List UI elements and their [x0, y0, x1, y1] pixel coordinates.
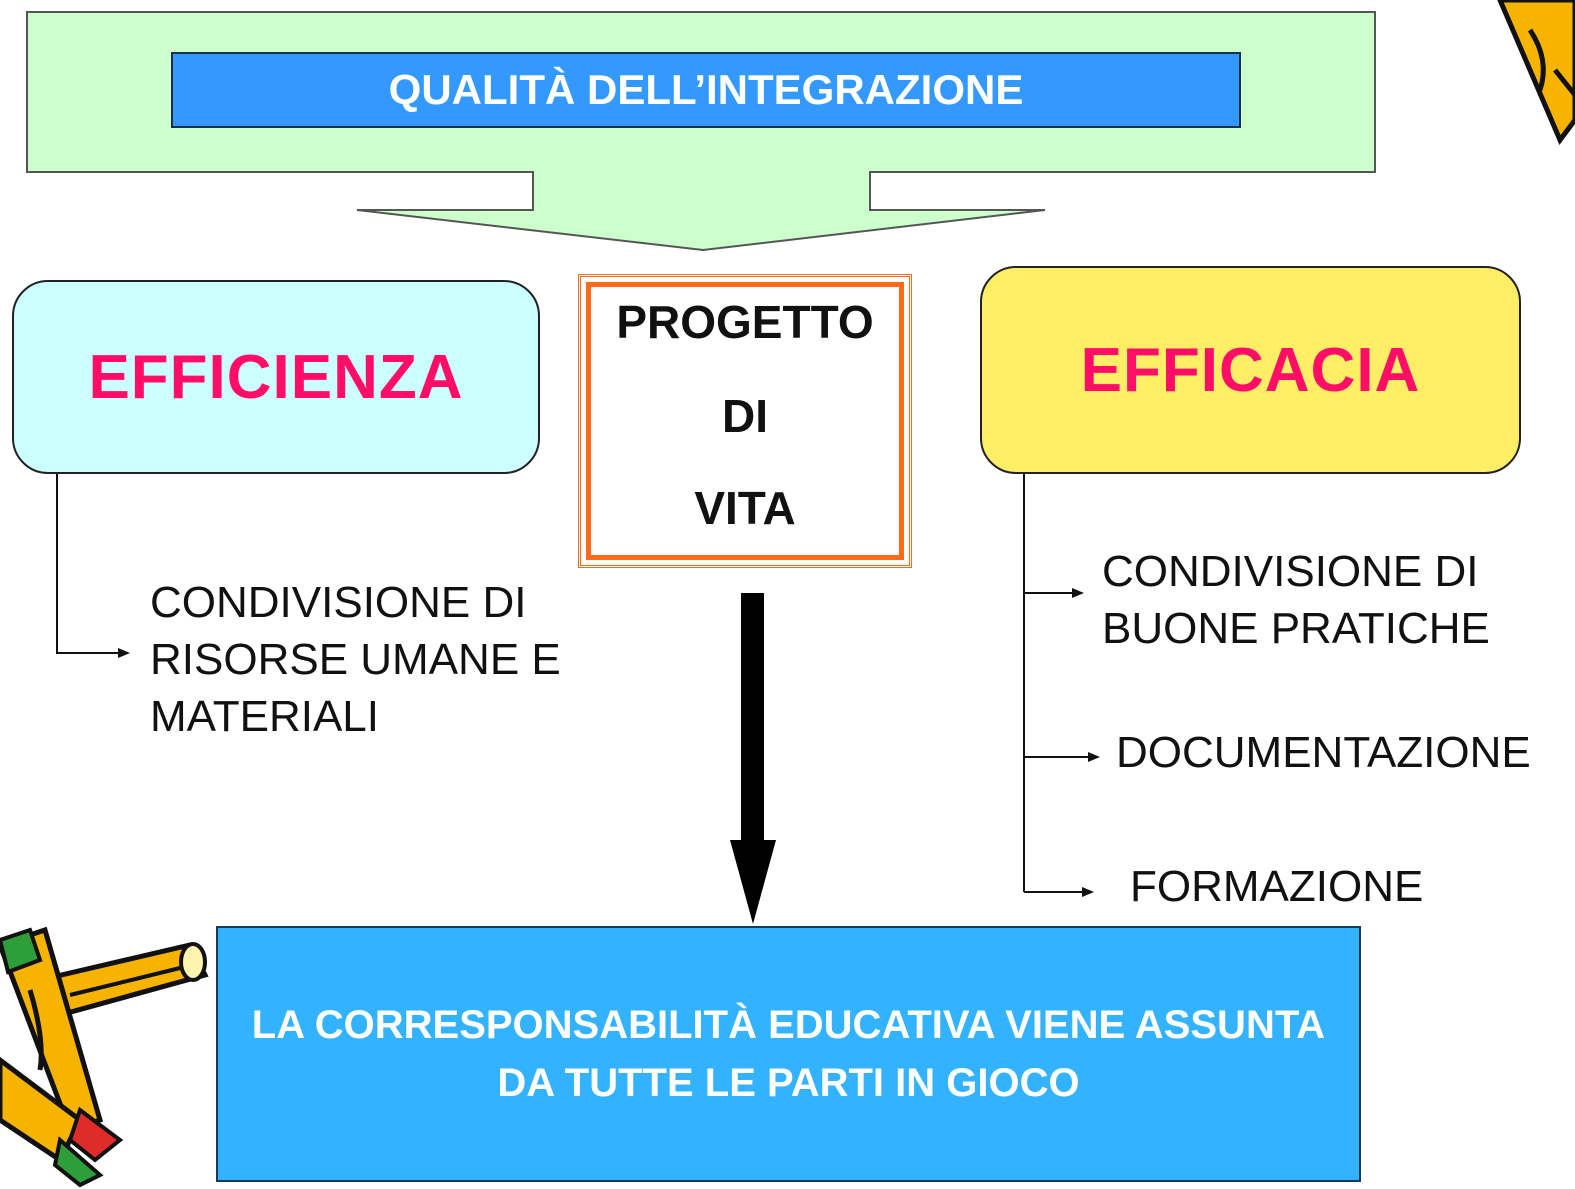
right-arrowhead-1	[1072, 588, 1084, 598]
efficienza-item: CONDIVISIONE DI RISORSE UMANE E MATERIAL…	[150, 574, 561, 745]
left-connector	[56, 474, 120, 654]
efficacia-item-documentazione: DOCUMENTAZIONE	[1116, 724, 1531, 781]
pencils-clipart-bottom-left	[0, 926, 209, 1188]
corresponsabilita-line-1: LA CORRESPONSABILITÀ EDUCATIVA VIENE ASS…	[251, 1003, 1326, 1047]
corresponsabilita-box: LA CORRESPONSABILITÀ EDUCATIVA VIENE ASS…	[216, 926, 1361, 1182]
efficienza-item-line: CONDIVISIONE DI	[150, 578, 527, 627]
page-title: QUALITÀ DELL’INTEGRAZIONE	[171, 52, 1241, 128]
efficacia-item-line: CONDIVISIONE DI	[1102, 547, 1479, 596]
efficacia-box: EFFICACIA	[980, 266, 1521, 474]
left-arrowhead	[118, 648, 130, 658]
pencil-clipart-top-right	[1497, 0, 1575, 145]
efficienza-label: EFFICIENZA	[88, 342, 464, 412]
efficacia-item-formazione: FORMAZIONE	[1130, 858, 1423, 915]
right-connector	[1023, 474, 1090, 893]
progetto-line-2: DI	[722, 390, 768, 442]
banner-arrow	[26, 11, 1376, 252]
efficacia-item-line: BUONE PRATICHE	[1102, 604, 1490, 653]
corresponsabilita-line-2: DA TUTTE LE PARTI IN GIOCO	[497, 1061, 1080, 1105]
progetto-line-3: VITA	[694, 482, 796, 534]
efficienza-item-line: RISORSE UMANE E	[150, 635, 561, 684]
efficacia-item-buone-pratiche: CONDIVISIONE DI BUONE PRATICHE	[1102, 543, 1490, 657]
efficienza-box: EFFICIENZA	[12, 280, 540, 474]
efficacia-label: EFFICACIA	[1080, 335, 1421, 405]
down-arrow-shaft	[741, 593, 764, 843]
efficacia-item-line: FORMAZIONE	[1130, 862, 1424, 911]
down-arrow-head	[730, 840, 776, 924]
progetto-line-1: PROGETTO	[616, 296, 874, 348]
right-arrowhead-2	[1088, 752, 1100, 762]
efficienza-item-line: MATERIALI	[150, 692, 380, 741]
efficacia-item-line: DOCUMENTAZIONE	[1116, 728, 1531, 777]
right-arrowhead-3	[1082, 887, 1094, 897]
progetto-di-vita-box: PROGETTO DI VITA	[578, 274, 912, 568]
